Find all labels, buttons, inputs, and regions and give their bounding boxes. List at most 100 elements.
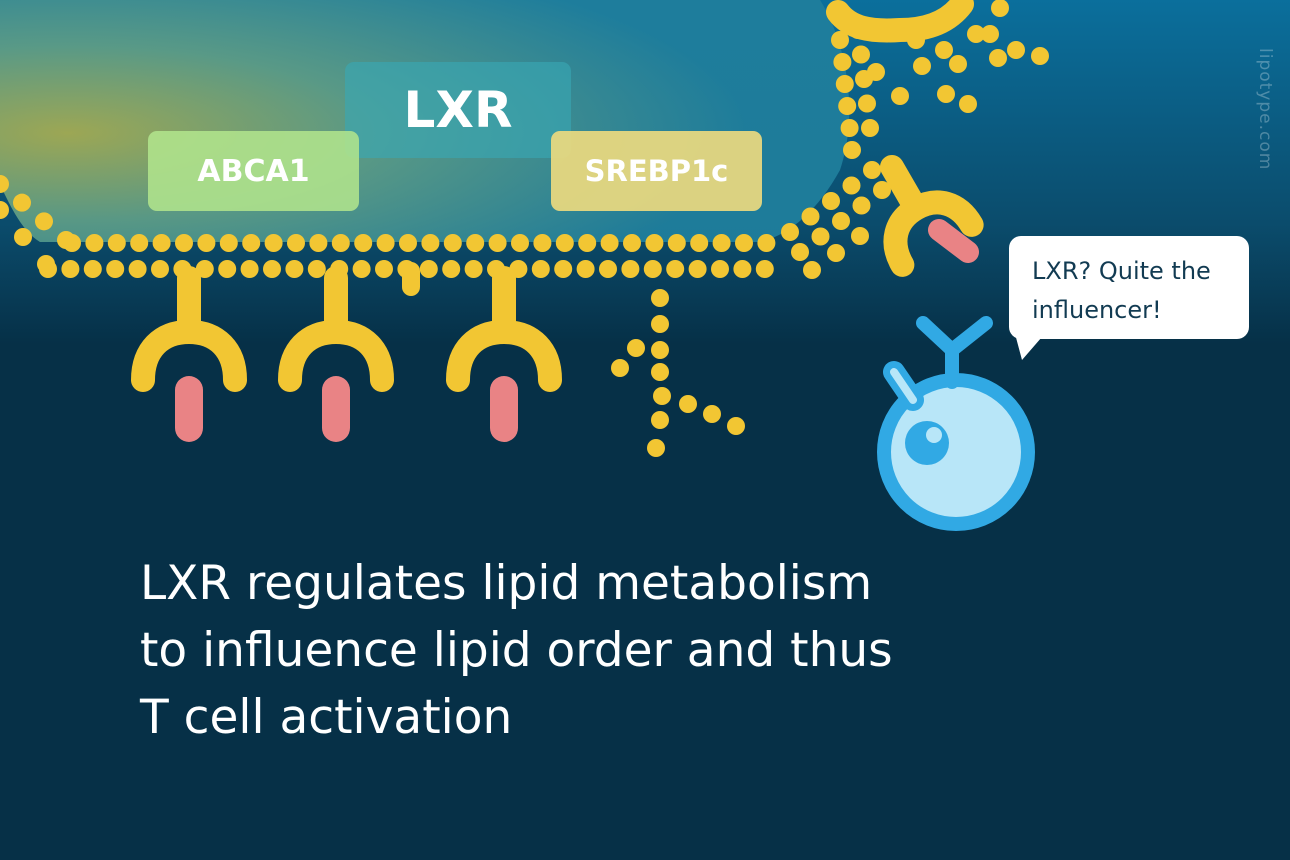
lipid-bead — [735, 234, 753, 252]
lipid-bead — [611, 359, 629, 377]
lipid-bead — [599, 260, 617, 278]
lipid-bead — [197, 234, 216, 252]
lipid-bead — [831, 31, 849, 49]
lipid-membrane — [0, 0, 1049, 457]
lipid-bead — [375, 260, 393, 278]
lipid-bead — [0, 201, 9, 219]
lipid-bead — [218, 260, 237, 278]
lipid-bead — [175, 234, 193, 252]
lipid-bead — [827, 244, 845, 262]
lipid-bead — [106, 260, 125, 278]
lipid-bead — [690, 234, 709, 252]
lipid-bead — [287, 234, 305, 252]
speech-bubble: LXR? Quite the influencer! — [1009, 236, 1249, 339]
lipid-bead — [653, 387, 671, 405]
lipid-bead — [195, 260, 214, 278]
lipid-bead — [331, 234, 350, 252]
lipid-bead — [554, 260, 573, 278]
lipid-bead — [37, 255, 55, 273]
lipid-bead — [219, 234, 238, 252]
lipid-bead — [264, 234, 283, 252]
lipid-bead — [801, 207, 820, 226]
lipid-bead — [867, 63, 885, 81]
lipid-bead — [791, 243, 809, 261]
receptor — [278, 266, 394, 392]
lipid-bead — [442, 260, 461, 278]
lipid-bead — [858, 94, 876, 113]
lipid-bead — [285, 260, 304, 278]
t-cell-receptor — [916, 316, 993, 389]
lipid-bead — [833, 53, 852, 71]
lipid-bead — [651, 411, 669, 429]
lipid-bead — [667, 234, 686, 252]
lipid-bead — [832, 212, 850, 230]
lipid-bead — [376, 234, 395, 252]
lipid-bead — [949, 55, 967, 73]
lipid-bead — [14, 228, 32, 246]
t-cell-nucleus-highlight — [926, 427, 942, 443]
lipid-bead — [466, 234, 485, 252]
lipid-bead — [851, 227, 869, 245]
lipid-bead — [533, 234, 552, 252]
top-receptor — [826, 0, 974, 43]
lipid-bead — [309, 234, 328, 252]
speech-bubble-line-2: influencer! — [1032, 296, 1162, 324]
watermark: lipotype.com — [1255, 48, 1275, 171]
membrane-protein — [402, 262, 420, 296]
lipid-bead — [600, 234, 619, 252]
lipid-bead — [576, 260, 595, 278]
lipid-bead — [488, 234, 507, 252]
lipid-bead — [130, 234, 149, 252]
lipid-bead — [843, 141, 861, 159]
t-cell — [877, 316, 1035, 531]
lipid-bead — [85, 234, 104, 252]
lipid-bead — [399, 234, 417, 252]
lipid-bead — [703, 405, 721, 423]
lipid-bead — [621, 260, 640, 278]
lipid-bead — [811, 227, 830, 246]
lipid-bead — [733, 260, 752, 278]
lipid-bead — [666, 260, 685, 278]
lipid-bead — [991, 0, 1009, 17]
lipid-bead — [511, 234, 529, 252]
lipid-bead — [627, 339, 645, 357]
lipid-bead — [651, 363, 669, 381]
lipid-bead — [913, 57, 931, 75]
lipid-bead — [863, 161, 881, 179]
lipid-bead — [555, 234, 574, 252]
receptor — [446, 266, 562, 392]
lipid-bead — [151, 260, 169, 278]
lipid-bead — [891, 87, 909, 105]
lipid-bead — [354, 234, 373, 252]
lipid-bead — [989, 49, 1007, 67]
lipid-bead — [107, 234, 126, 252]
t-cell-nucleus — [905, 421, 949, 465]
lipid-bead — [852, 45, 870, 64]
lipid-bead — [464, 260, 483, 278]
lipid-bead — [842, 176, 861, 195]
lipid-bead — [937, 85, 955, 103]
lipid-bead — [152, 234, 171, 252]
lipid-bead — [57, 231, 75, 249]
lipid-bead — [959, 95, 977, 113]
lipid-bead — [757, 234, 776, 252]
lipid-bead — [873, 181, 891, 199]
lipid-bead — [679, 395, 697, 413]
lipid-bead — [419, 260, 438, 278]
lipid-bead — [861, 119, 879, 137]
lipid-bead — [128, 260, 147, 278]
speech-bubble-line-1: LXR? Quite the — [1032, 257, 1211, 285]
lipid-bead — [712, 234, 731, 252]
lipid-bead — [83, 260, 102, 278]
lipid-bead — [852, 196, 871, 215]
lipid-bead — [803, 261, 821, 279]
lipid-bead — [651, 315, 669, 333]
headline: LXR regulates lipid metabolism to influe… — [140, 550, 893, 751]
receptor — [131, 266, 247, 392]
lipid-bead — [1007, 41, 1025, 59]
lipid-bead — [352, 260, 371, 278]
lipid-bead — [307, 260, 326, 278]
speech-bubble-tail — [1014, 330, 1048, 360]
lipid-bead — [531, 260, 550, 278]
